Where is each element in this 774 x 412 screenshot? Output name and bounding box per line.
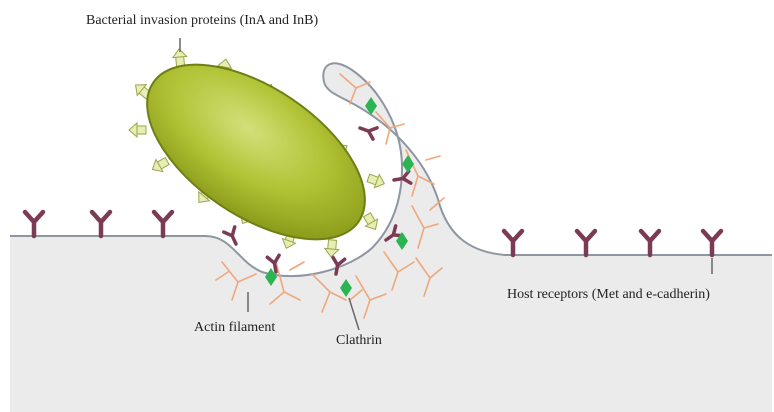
label-host-receptors: Host receptors (Met and e-cadherin): [507, 287, 710, 302]
receptor-icon: [504, 231, 522, 255]
label-invasion-proteins: Bacterial invasion proteins (InA and InB…: [86, 13, 318, 28]
invasion-protein-icon: [129, 123, 146, 137]
invasion-protein-icon: [361, 211, 382, 233]
host-receptors-left: [25, 212, 172, 236]
receptor-icon: [25, 212, 43, 236]
receptor-icon: [641, 231, 659, 255]
receptor-icon: [703, 231, 721, 255]
invasion-protein-icon: [366, 171, 387, 190]
receptor-icon: [92, 212, 110, 236]
label-clathrin: Clathrin: [336, 333, 382, 348]
host-receptors-right: [504, 231, 721, 255]
label-actin-filament: Actin filament: [194, 320, 275, 335]
invasion-protein-icon: [324, 239, 339, 257]
receptor-icon: [358, 122, 377, 139]
receptor-icon: [154, 212, 172, 236]
receptor-icon: [577, 231, 595, 255]
invasion-protein-icon: [149, 155, 171, 176]
